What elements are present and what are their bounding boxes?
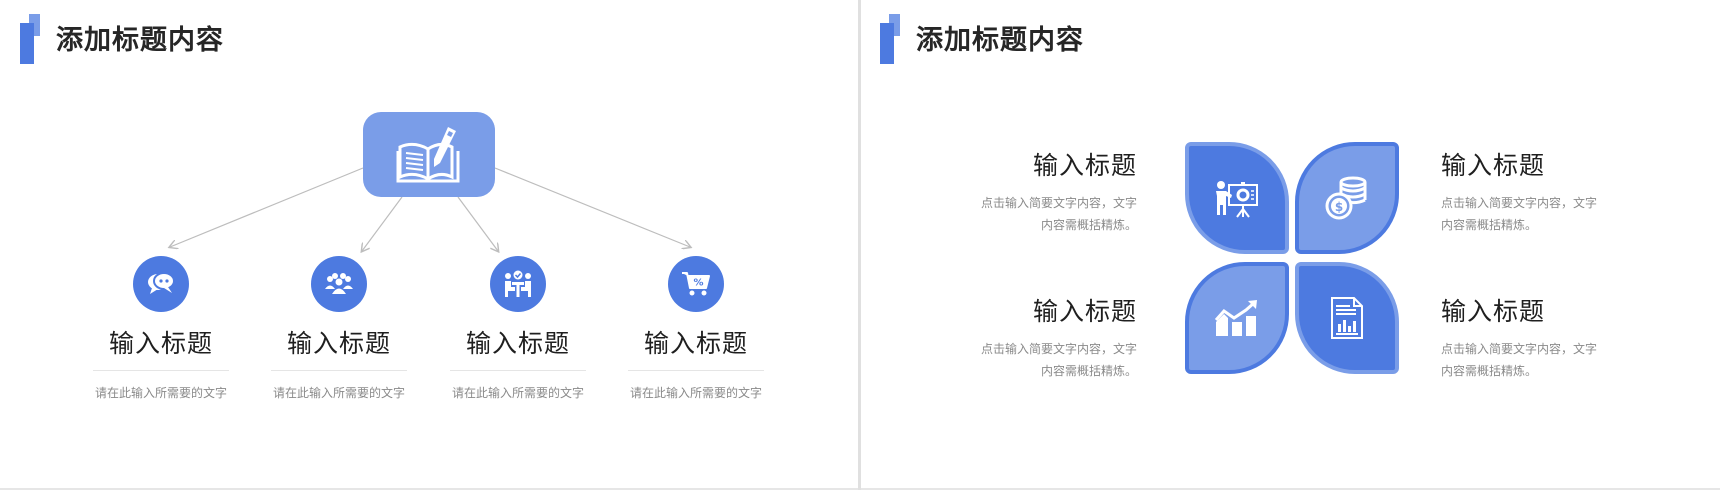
node-circle: % <box>668 256 724 312</box>
info-block-top-left: 输入标题 点击输入简要文字内容，文字内容需概括精炼。 <box>937 146 1137 236</box>
node-divider <box>628 370 764 371</box>
info-title: 输入标题 <box>1032 151 1137 180</box>
node-item: % 输入标题 请在此输入所需要的文字 <box>616 256 776 401</box>
node-title: 输入标题 <box>286 329 391 358</box>
book-pencil-icon <box>396 126 460 182</box>
node-title: 输入标题 <box>108 329 213 358</box>
slide-divider <box>858 0 861 490</box>
petal-top-right: $ <box>1295 142 1399 254</box>
team-meeting-check-icon <box>505 270 531 297</box>
coins-dollar-icon: $ <box>1325 176 1367 220</box>
shopping-cart-percent-icon: % <box>682 272 710 296</box>
title-accent-icon <box>880 23 894 64</box>
connector-arrows <box>0 167 858 488</box>
slide-title: 添加标题内容 <box>916 25 1084 56</box>
slide-right: 添加标题内容 $ <box>861 0 1720 488</box>
info-description: 点击输入简要文字内容，文字内容需概括精炼。 <box>980 196 1137 232</box>
node-circle <box>133 256 189 312</box>
hub-box <box>363 112 495 197</box>
svg-text:%: % <box>693 278 703 289</box>
info-description: 点击输入简要文字内容，文字内容需概括精炼。 <box>1441 342 1598 378</box>
slide-title-bar: 添加标题内容 <box>880 14 1180 64</box>
node-divider <box>93 370 229 371</box>
node-description: 请在此输入所需要的文字 <box>629 386 762 400</box>
svg-text:$: $ <box>1335 200 1343 214</box>
node-description: 请在此输入所需要的文字 <box>94 386 227 400</box>
info-description: 点击输入简要文字内容，文字内容需概括精炼。 <box>1441 196 1598 232</box>
node-divider <box>271 370 407 371</box>
info-title: 输入标题 <box>1441 297 1546 326</box>
title-accent-icon <box>889 14 900 36</box>
info-block-bottom-right: 输入标题 点击输入简要文字内容，文字内容需概括精炼。 <box>1441 292 1606 382</box>
title-accent-icon <box>29 14 40 36</box>
slide-left: 添加标题内容 <box>0 0 858 488</box>
slide-title: 添加标题内容 <box>56 25 224 56</box>
people-group-icon <box>325 273 353 294</box>
petal-bottom-left <box>1185 262 1289 374</box>
growth-chart-icon <box>1214 300 1257 336</box>
info-description: 点击输入简要文字内容，文字内容需概括精炼。 <box>980 342 1137 378</box>
info-block-bottom-left: 输入标题 点击输入简要文字内容，文字内容需概括精炼。 <box>937 292 1137 382</box>
chat-bubbles-icon <box>148 272 175 294</box>
node-circle <box>490 256 546 312</box>
presentation-board-icon <box>1216 181 1258 218</box>
node-item: 输入标题 请在此输入所需要的文字 <box>259 256 419 401</box>
info-title: 输入标题 <box>1032 297 1137 326</box>
node-description: 请在此输入所需要的文字 <box>451 386 584 400</box>
slide-title-bar: 添加标题内容 <box>20 14 320 64</box>
report-document-icon <box>1331 297 1363 339</box>
node-circle <box>311 256 367 312</box>
node-item: 输入标题 请在此输入所需要的文字 <box>81 256 241 401</box>
petal-top-left <box>1185 142 1289 254</box>
info-block-top-right: 输入标题 点击输入简要文字内容，文字内容需概括精炼。 <box>1441 146 1606 236</box>
info-title: 输入标题 <box>1441 151 1546 180</box>
node-title: 输入标题 <box>643 329 748 358</box>
petal-bottom-right <box>1295 262 1399 374</box>
node-item: 输入标题 请在此输入所需要的文字 <box>438 256 598 401</box>
node-title: 输入标题 <box>465 329 570 358</box>
node-description: 请在此输入所需要的文字 <box>272 386 405 400</box>
title-accent-icon <box>20 23 34 64</box>
node-divider <box>450 370 586 371</box>
